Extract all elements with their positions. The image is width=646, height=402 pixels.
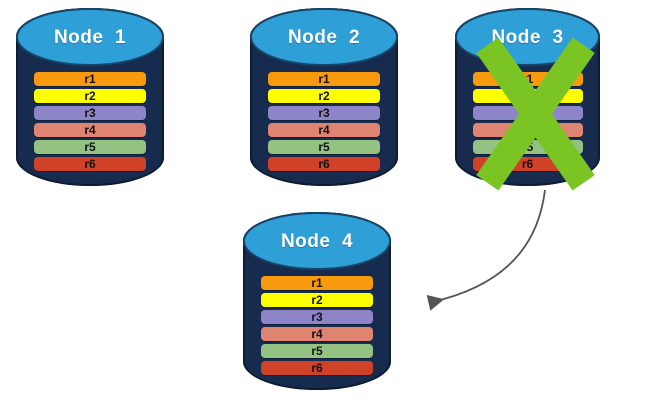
row-item-r4[interactable]: r4 [268, 123, 380, 137]
row-item-r6[interactable]: r6 [34, 157, 146, 171]
cylinder-top [16, 8, 164, 66]
row-item-r3[interactable]: r3 [261, 310, 373, 324]
row-stack: r1 r2 r3 r4 r5 r6 [250, 72, 398, 171]
node-cylinder-node-4[interactable]: Node 4 r1 r2 r3 r4 r5 r6 [243, 212, 391, 390]
node-cylinder-node-1[interactable]: Node 1 r1 r2 r3 r4 r5 r6 [16, 8, 164, 186]
row-item-r6[interactable]: r6 [268, 157, 380, 171]
row-stack: r1 r2 r3 r4 r5 r6 [243, 276, 391, 375]
row-item-r6[interactable]: r6 [261, 361, 373, 375]
row-item-r2[interactable]: r2 [268, 89, 380, 103]
row-item-r5[interactable]: r5 [261, 344, 373, 358]
row-item-r3[interactable]: r3 [34, 106, 146, 120]
row-item-r5[interactable]: r5 [268, 140, 380, 154]
row-item-r1[interactable]: r1 [261, 276, 373, 290]
row-item-r2[interactable]: r2 [34, 89, 146, 103]
row-item-r4[interactable]: r4 [261, 327, 373, 341]
row-item-r5[interactable]: r5 [34, 140, 146, 154]
cylinder-top [243, 212, 391, 270]
row-item-r3[interactable]: r3 [268, 106, 380, 120]
row-item-r1[interactable]: r1 [268, 72, 380, 86]
row-item-r2[interactable]: r2 [261, 293, 373, 307]
cylinder-top [250, 8, 398, 66]
node-cylinder-node-2[interactable]: Node 2 r1 r2 r3 r4 r5 r6 [250, 8, 398, 186]
failover-arrow-path [426, 189, 546, 311]
row-item-r4[interactable]: r4 [34, 123, 146, 137]
row-item-r1[interactable]: r1 [34, 72, 146, 86]
row-stack: r1 r2 r3 r4 r5 r6 [16, 72, 164, 171]
